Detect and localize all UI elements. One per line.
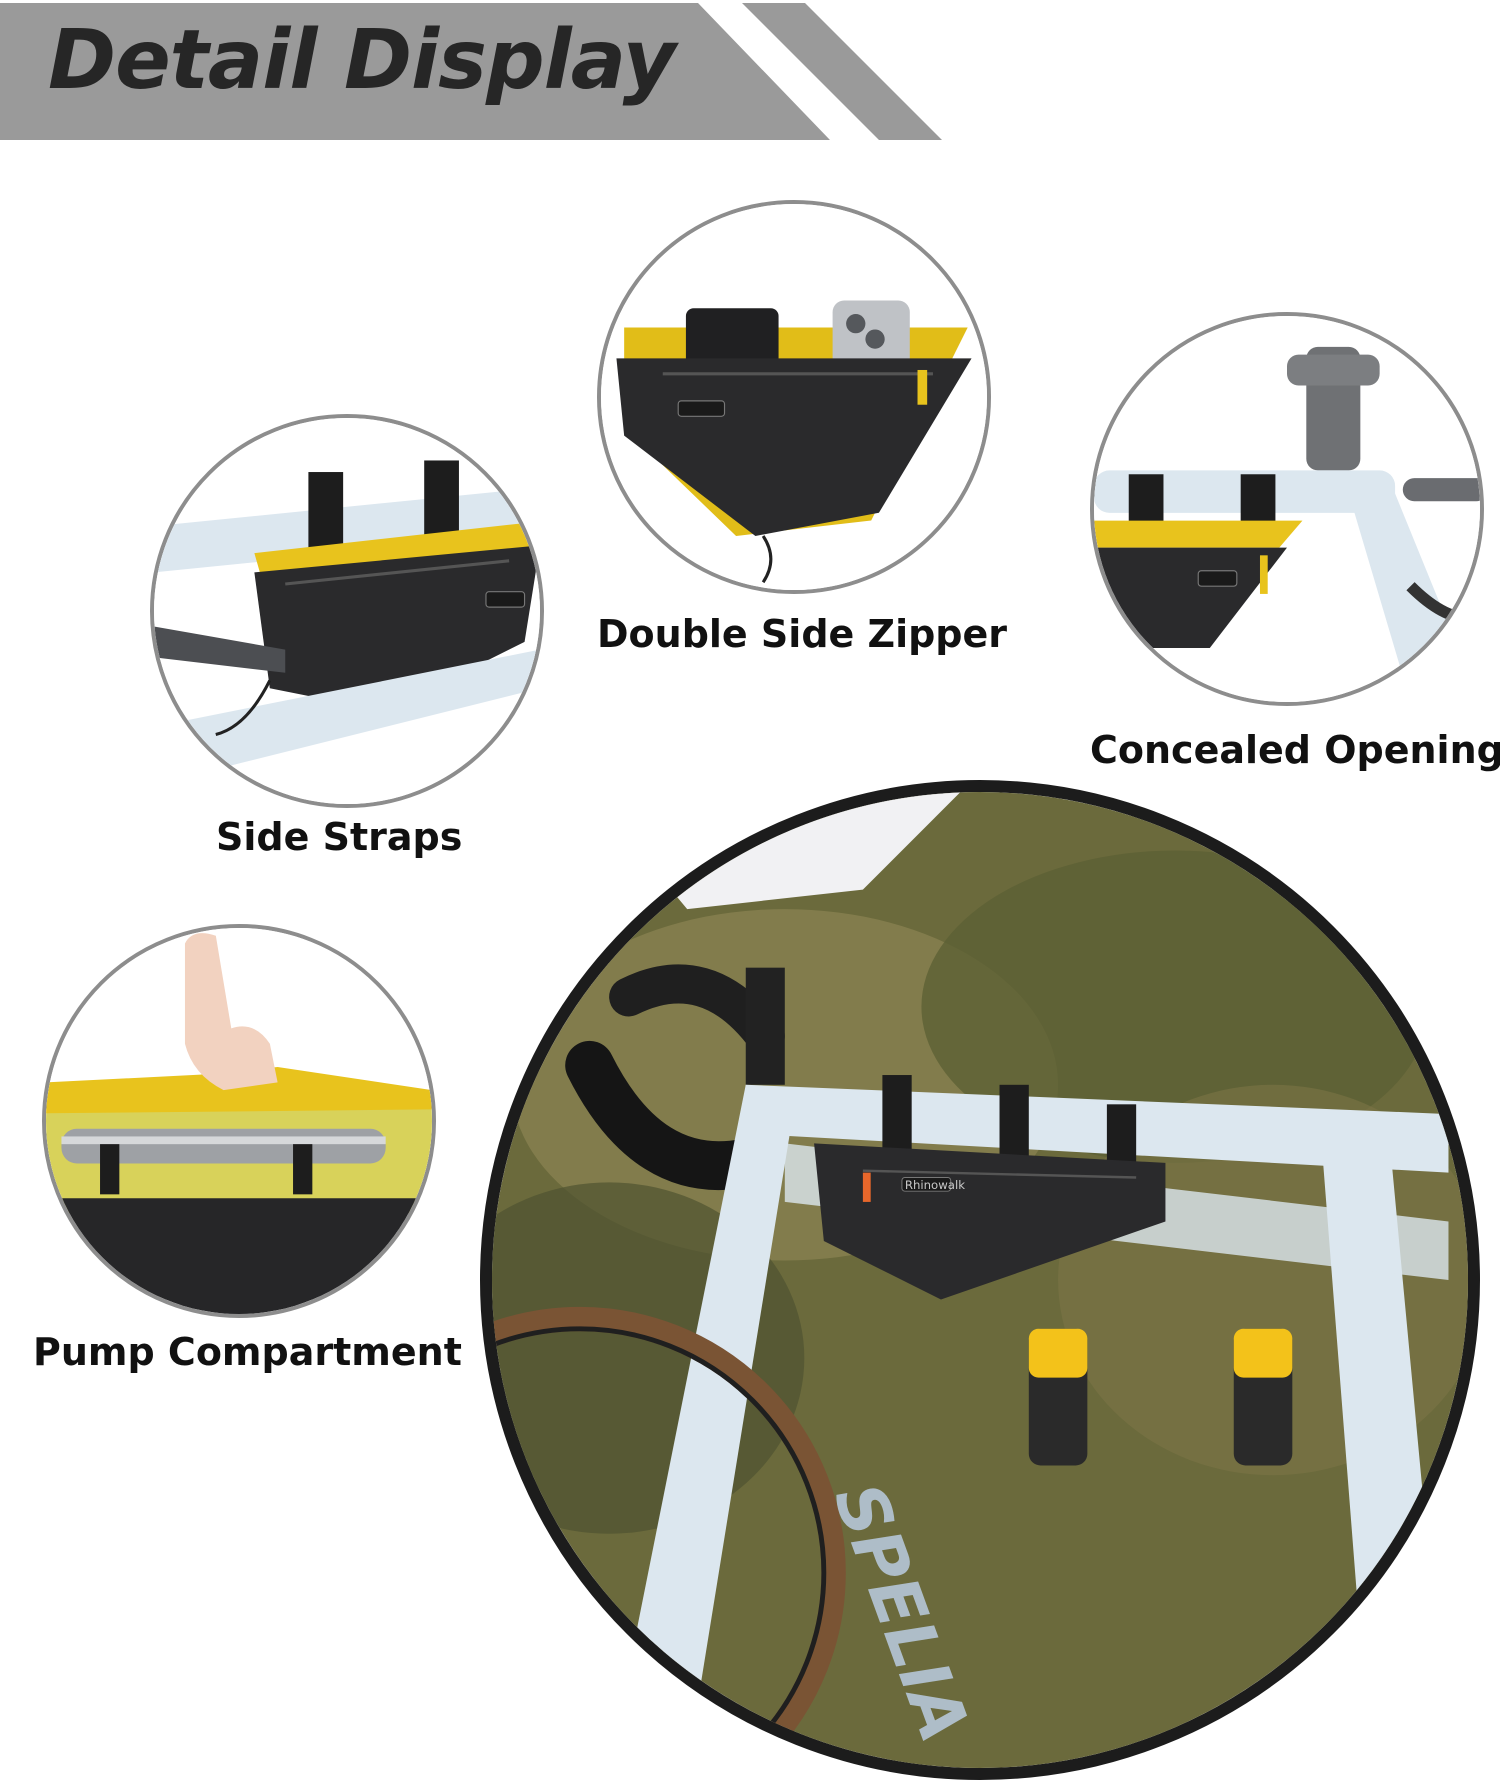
banner-band <box>0 3 830 140</box>
banner-stripe <box>742 3 942 140</box>
caption-double-side-zipper: Double Side Zipper <box>597 612 1008 656</box>
page-title: Detail Display <box>48 13 676 108</box>
caption-concealed-opening: Concealed Opening <box>1090 728 1500 772</box>
header-banner <box>0 3 942 140</box>
caption-side-straps: Side Straps <box>216 815 463 859</box>
hero-bike-photo: SPELIA Rhinowalk <box>480 780 1480 1780</box>
concealed-opening-photo <box>1090 312 1484 706</box>
side-straps-photo <box>150 414 544 808</box>
caption-pump-compartment: Pump Compartment <box>33 1330 462 1374</box>
zipper-photo <box>597 200 991 594</box>
pump-compartment-photo <box>42 924 436 1318</box>
bag-brand-logo: Rhinowalk <box>905 1178 965 1192</box>
